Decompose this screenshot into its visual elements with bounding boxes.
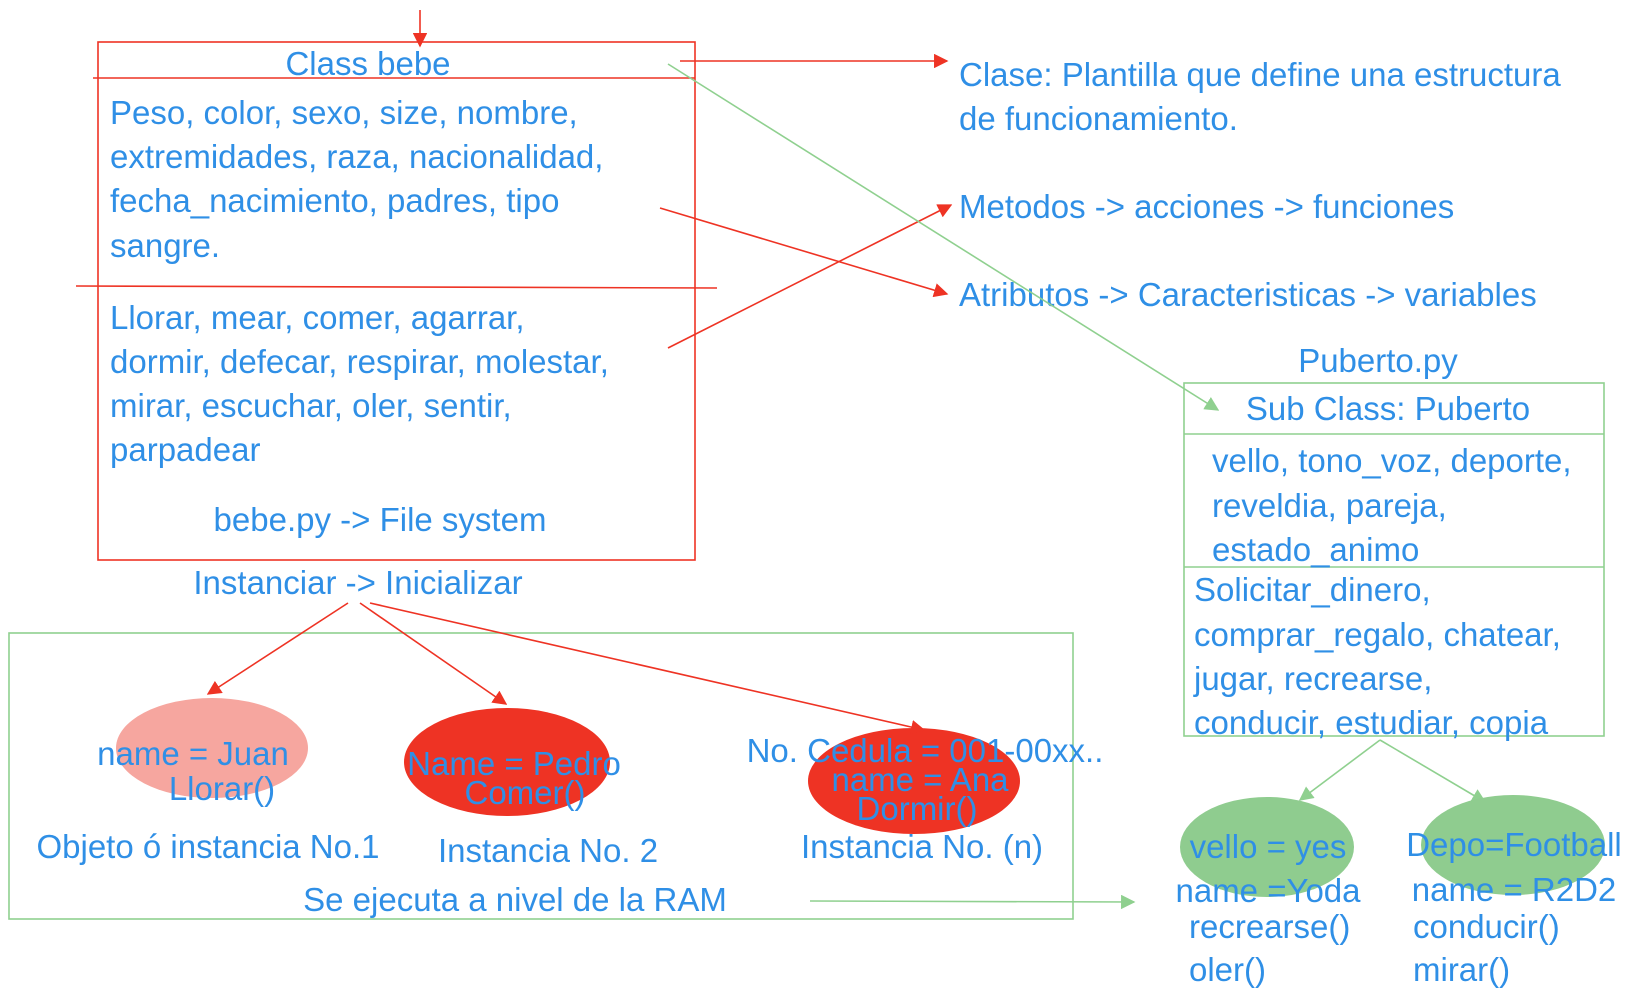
class-bebe-attr-line: sangre. (110, 227, 220, 264)
class-bebe-file: bebe.py -> File system (214, 501, 547, 538)
instance-pedro-caption: Instancia No. 2 (438, 832, 658, 869)
instance-juan-ellipse (116, 698, 308, 798)
arrow-ram-to-subinstances (809, 894, 1136, 910)
arrow-instanciar-to-juan (206, 602, 349, 695)
subinstance-r2d2-attr: Depo=Football (1406, 826, 1622, 863)
instanciar-label: Instanciar -> Inicializar (193, 564, 522, 601)
subinstance-r2d2-name: name = R2D2 (1412, 871, 1617, 908)
instance-ana-name: name = Ana (831, 761, 1009, 798)
definition-clase-line2: de funcionamiento. (959, 100, 1238, 137)
subinstance-r2d2-method2: mirar() (1413, 951, 1510, 988)
subinstance-yoda-attr: vello = yes (1190, 828, 1347, 865)
instance-ana-method: Dormir() (857, 790, 978, 827)
definition-atributos: Atributos -> Caracteristicas -> variable… (959, 276, 1537, 313)
arrow-attributes-to-atributos (659, 207, 949, 298)
subclass-puberto-attr-line: estado_animo (1212, 531, 1419, 568)
subclass-puberto-method-line: jugar, recrearse, (1193, 660, 1432, 697)
class-bebe-method-line: Llorar, mear, comer, agarrar, (110, 299, 525, 336)
subclass-puberto-method-line: conducir, estudiar, copia (1194, 704, 1549, 741)
class-bebe-attr-line: Peso, color, sexo, size, nombre, (110, 94, 578, 131)
class-bebe-title: Class bebe (285, 45, 450, 82)
instance-ana-caption: Instancia No. (n) (801, 828, 1043, 865)
subinstance-r2d2-method1: conducir() (1413, 908, 1560, 945)
instance-juan-caption: Objeto ó instancia No.1 (36, 828, 379, 865)
subinstance-yoda-method1: recrearse() (1189, 908, 1350, 945)
subclass-puberto-method-line: Solicitar_dinero, (1194, 571, 1431, 608)
instance-ana-ellipse (808, 728, 1020, 834)
subclass-puberto-border (1183, 382, 1605, 737)
arrow-instanciar-to-ana (369, 602, 926, 735)
arrow-instanciar-to-pedro (359, 602, 508, 705)
subclass-puberto-title: Sub Class: Puberto (1246, 390, 1530, 427)
subclass-puberto-attr-line: reveldia, pareja, (1212, 487, 1447, 524)
class-bebe-method-line: parpadear (110, 431, 260, 468)
subinstance-r2d2-ellipse (1421, 795, 1605, 895)
class-bebe-method-line: mirar, escuchar, oler, sentir, (110, 387, 512, 424)
instance-pedro-ellipse (404, 708, 610, 816)
instance-pedro-method: Comer() (465, 774, 586, 811)
arrow-methods-to-metodos (667, 204, 953, 349)
subinstance-yoda-name: name =Yoda (1175, 872, 1361, 909)
subclass-puberto-method-line: comprar_regalo, chatear, (1194, 616, 1561, 653)
class-bebe-box: Class bebe Peso, color, sexo, size, nomb… (75, 41, 718, 561)
subinstance-yoda-method2: oler() (1189, 951, 1266, 988)
definition-metodos: Metodos -> acciones -> funciones (959, 188, 1454, 225)
arrow-subclass-to-yoda (1298, 739, 1381, 801)
class-bebe-method-line: dormir, defecar, respirar, molestar, (110, 343, 609, 380)
puberto-file: Puberto.py (1298, 342, 1458, 379)
instance-juan-name: name = Juan (97, 735, 289, 772)
arrow-subclass-to-r2d2 (1379, 739, 1487, 803)
subinstance-yoda-ellipse (1180, 797, 1354, 897)
class-bebe-methods-divider (75, 285, 718, 289)
class-bebe-attr-line: extremidades, raza, nacionalidad, (110, 138, 603, 175)
instance-pedro-name: Name = Pedro (407, 745, 621, 782)
subclass-puberto-box: Sub Class: Puberto vello, tono_voz, depo… (1183, 382, 1605, 741)
ram-label: Se ejecuta a nivel de la RAM (303, 881, 727, 918)
class-bebe-attr-line: fecha_nacimiento, padres, tipo (110, 182, 559, 219)
instance-ana-cedula: No. Cedula = 001-00xx.. (747, 732, 1104, 769)
definition-clase-line1: Clase: Plantilla que define una estructu… (959, 56, 1561, 93)
arrow-class-to-subclass (667, 63, 1220, 411)
subclass-puberto-attr-line: vello, tono_voz, deporte, (1212, 442, 1572, 479)
instance-juan-method: Llorar() (169, 770, 275, 807)
class-bebe-border (97, 41, 696, 561)
ram-container (8, 632, 1074, 920)
